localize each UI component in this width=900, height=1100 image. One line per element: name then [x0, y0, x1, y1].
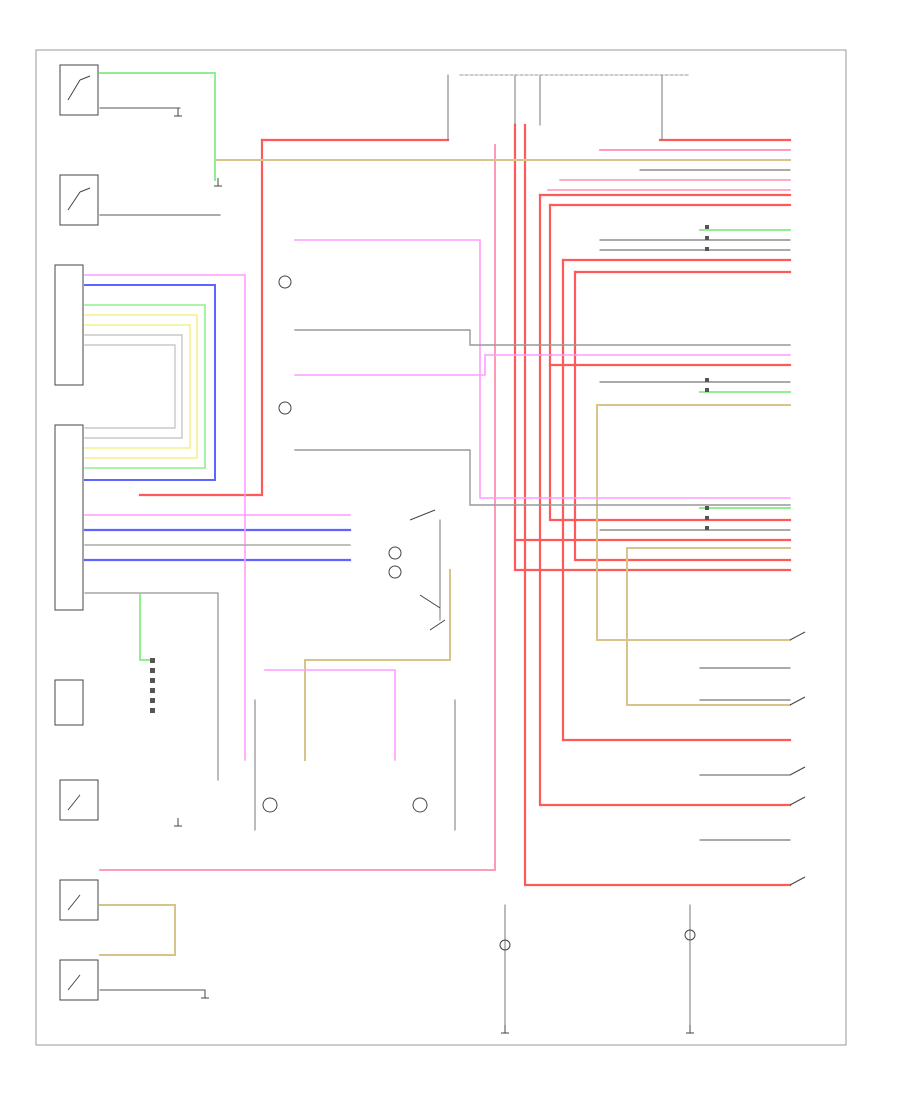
connector-icon: [705, 506, 709, 510]
connector-icon: [705, 236, 709, 240]
ground-icon: [174, 818, 182, 827]
wire-tan-bottom: [99, 904, 176, 956]
wire-red-vertical-4: [548, 203, 792, 522]
switch-icon: [789, 766, 806, 776]
lamp-icon: [388, 546, 402, 560]
wire-green-lower: [139, 594, 151, 661]
wire-blue-1: [84, 284, 216, 481]
ground-icon: [174, 108, 182, 117]
connector-icon: [705, 247, 709, 251]
wire-magenta-1: [84, 274, 246, 761]
connector-icon: [150, 658, 155, 663]
connector-icon: [705, 516, 709, 520]
wire-red-main-left: [138, 138, 264, 497]
wire-gray-4: [294, 449, 791, 506]
wire-tan-center: [304, 569, 451, 661]
switch-icon: [67, 894, 81, 911]
connector-icon: [150, 678, 155, 683]
switch-box-left-4: [59, 879, 99, 921]
switch-icon: [67, 794, 81, 811]
lamp-icon: [262, 797, 278, 813]
wire-magenta-3: [294, 354, 791, 376]
switch-icon: [789, 696, 806, 706]
ground-group: [174, 108, 694, 1034]
ground-icon: [501, 1025, 509, 1034]
connector-pins: [150, 225, 709, 713]
connector-icon: [150, 708, 155, 713]
wire-yellow-3: [84, 324, 191, 449]
ground-icon: [686, 1025, 694, 1034]
wire-green-top: [99, 72, 216, 181]
wire-red-vertical-3: [538, 193, 792, 807]
wire-magenta-5: [264, 669, 396, 761]
connector-icon: [705, 225, 709, 229]
lamp-icon: [499, 939, 511, 951]
wire-black-4: [84, 592, 219, 781]
connector-icon: [150, 698, 155, 703]
connector-block-left-3: [54, 679, 84, 726]
ground-icon: [201, 990, 209, 999]
wire-pink-bottom: [99, 144, 496, 871]
connector-icon: [150, 668, 155, 673]
switch-box-upper-left: [59, 64, 99, 116]
wire-red-vertical-2: [523, 123, 792, 887]
lamp-icon: [278, 401, 292, 415]
wire-group: [83, 72, 792, 1026]
wire-red-vertical-6: [573, 270, 792, 562]
switch-box-left-3: [59, 779, 99, 821]
lamp-icon: [388, 565, 402, 579]
connector-icon: [150, 688, 155, 693]
wire-yellow-2: [84, 314, 198, 459]
connector-block-left-1: [54, 264, 84, 386]
wire-gray-3: [294, 329, 791, 346]
switch-icon: [789, 876, 806, 886]
connector-icon: [705, 378, 709, 382]
wire-tan-right-2: [626, 547, 791, 706]
wire-red-vertical-5: [561, 258, 792, 742]
switch-icon: [67, 187, 91, 211]
ground-icon: [214, 178, 222, 187]
switch-box-left-5: [59, 959, 99, 1001]
lamp-icon: [278, 275, 292, 289]
wire-magenta-2: [294, 239, 791, 499]
wire-gray-2: [84, 344, 176, 429]
wire-gray-1: [84, 334, 183, 439]
lamp-icon: [684, 929, 696, 941]
wire-yellow-1: [84, 304, 206, 469]
diagram-frame: [35, 49, 847, 1046]
connector-block-left-2: [54, 424, 84, 611]
connector-icon: [705, 388, 709, 392]
switch-box-left-2: [59, 174, 99, 226]
switch-icon: [67, 75, 91, 101]
wire-tan-right-1: [596, 404, 791, 641]
lamp-icon: [412, 797, 428, 813]
component-group: [54, 64, 806, 1001]
wire-red-vertical-1: [513, 123, 792, 572]
switch-icon: [789, 796, 806, 806]
connector-icon: [705, 526, 709, 530]
switch-icon: [789, 631, 806, 641]
switch-icon: [409, 509, 446, 631]
switch-icon: [67, 974, 81, 991]
